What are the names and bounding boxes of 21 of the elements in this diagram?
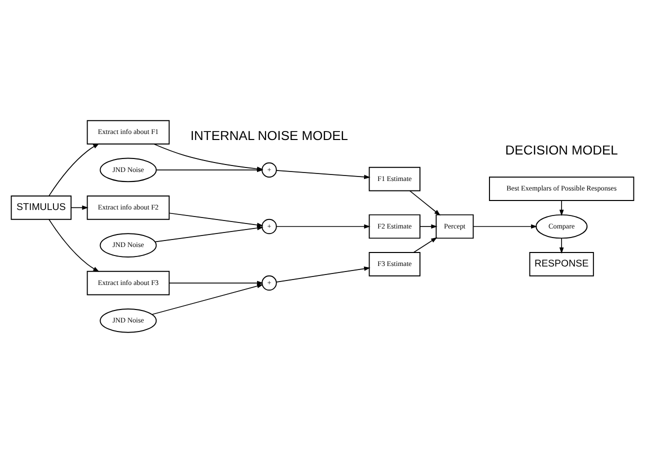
arrow [276,266,370,282]
arrow [153,143,264,170]
arrow [420,224,438,228]
arrow [559,237,564,254]
arrow [154,225,264,242]
arrow [413,236,438,252]
arrow [276,224,370,228]
arrow [152,283,264,314]
arrow [70,204,88,210]
arrow [409,190,440,216]
arrow [48,142,100,196]
label: INTERNAL NOISE MODEL [190,128,348,143]
node-box: STIMULUS [10,194,72,220]
arrow [559,200,564,216]
arrow [48,218,100,272]
arrow [276,170,370,179]
arrow [168,280,264,285]
label: DECISION MODEL [505,142,618,157]
node-box: RESPONSE [529,252,594,276]
arrow [472,224,538,228]
arrow [168,212,264,227]
